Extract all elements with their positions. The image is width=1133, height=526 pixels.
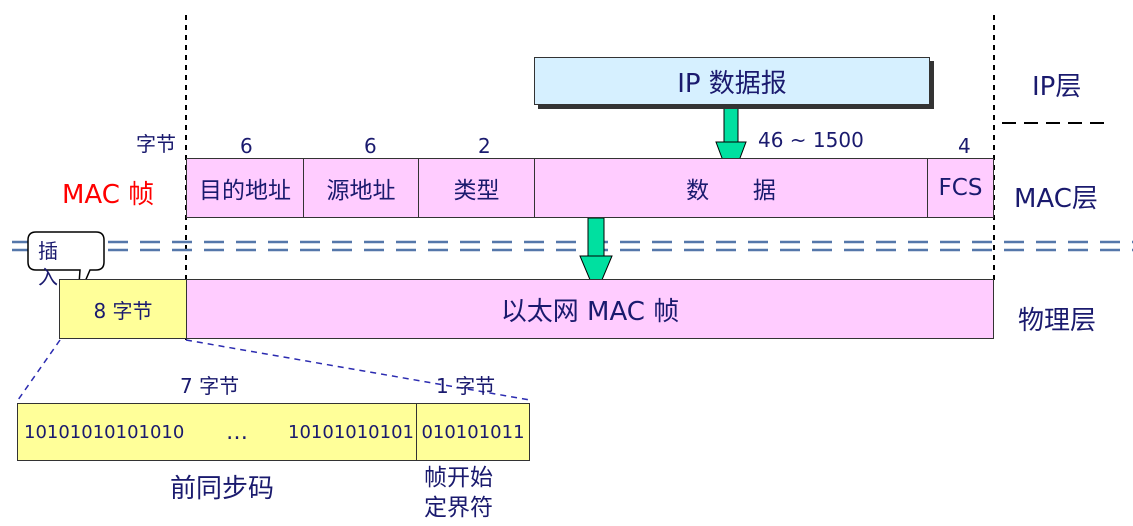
arrow-mac-to-physical xyxy=(579,217,613,296)
field-size-src: 6 xyxy=(364,134,377,158)
ip-datagram-box: IP 数据报 xyxy=(534,57,930,105)
bytes-header-label: 字节 xyxy=(136,132,176,156)
preamble-7-bytes-label: 7 字节 xyxy=(180,374,240,398)
preamble-bits-right: 10101010101 xyxy=(288,421,414,443)
sfd-name-line1: 帧开始 xyxy=(424,465,493,491)
preamble-bits-left: 10101010101010 xyxy=(24,421,185,443)
mac-layer-label: MAC层 xyxy=(1014,184,1098,214)
sfd-1-byte-label: 1 字节 xyxy=(436,374,496,398)
field-dest-address: 目的地址 xyxy=(186,158,304,218)
field-fcs: FCS xyxy=(927,158,994,218)
physical-layer-label: 物理层 xyxy=(1018,306,1097,336)
sfd-bits-box: 010101011 xyxy=(416,403,530,461)
field-source-address: 源地址 xyxy=(303,158,419,218)
ip-datagram-label: IP 数据报 xyxy=(677,68,787,99)
preamble-bits-box: 10101010101010 … 10101010101 xyxy=(17,403,417,461)
field-size-fcs: 4 xyxy=(958,134,971,158)
field-size-dest: 6 xyxy=(240,134,253,158)
expand-line-left xyxy=(17,339,61,401)
sfd-name-line2: 定界符 xyxy=(424,495,493,521)
ip-layer-label: IP层 xyxy=(1032,72,1082,102)
expand-line-right xyxy=(185,339,531,401)
field-type: 类型 xyxy=(418,158,535,218)
field-size-type: 2 xyxy=(478,134,491,158)
preamble-8-bytes-box: 8 字节 xyxy=(59,279,187,339)
preamble-name: 前同步码 xyxy=(170,474,275,504)
field-data: 数 据 xyxy=(534,158,928,218)
field-size-data: 46 ~ 1500 xyxy=(758,128,864,152)
mac-frame-label: MAC 帧 xyxy=(62,180,155,210)
ethernet-mac-frame-box: 以太网 MAC 帧 xyxy=(186,279,994,339)
insert-callout-text: 插入 xyxy=(38,239,58,289)
preamble-ellipsis: … xyxy=(226,419,248,445)
